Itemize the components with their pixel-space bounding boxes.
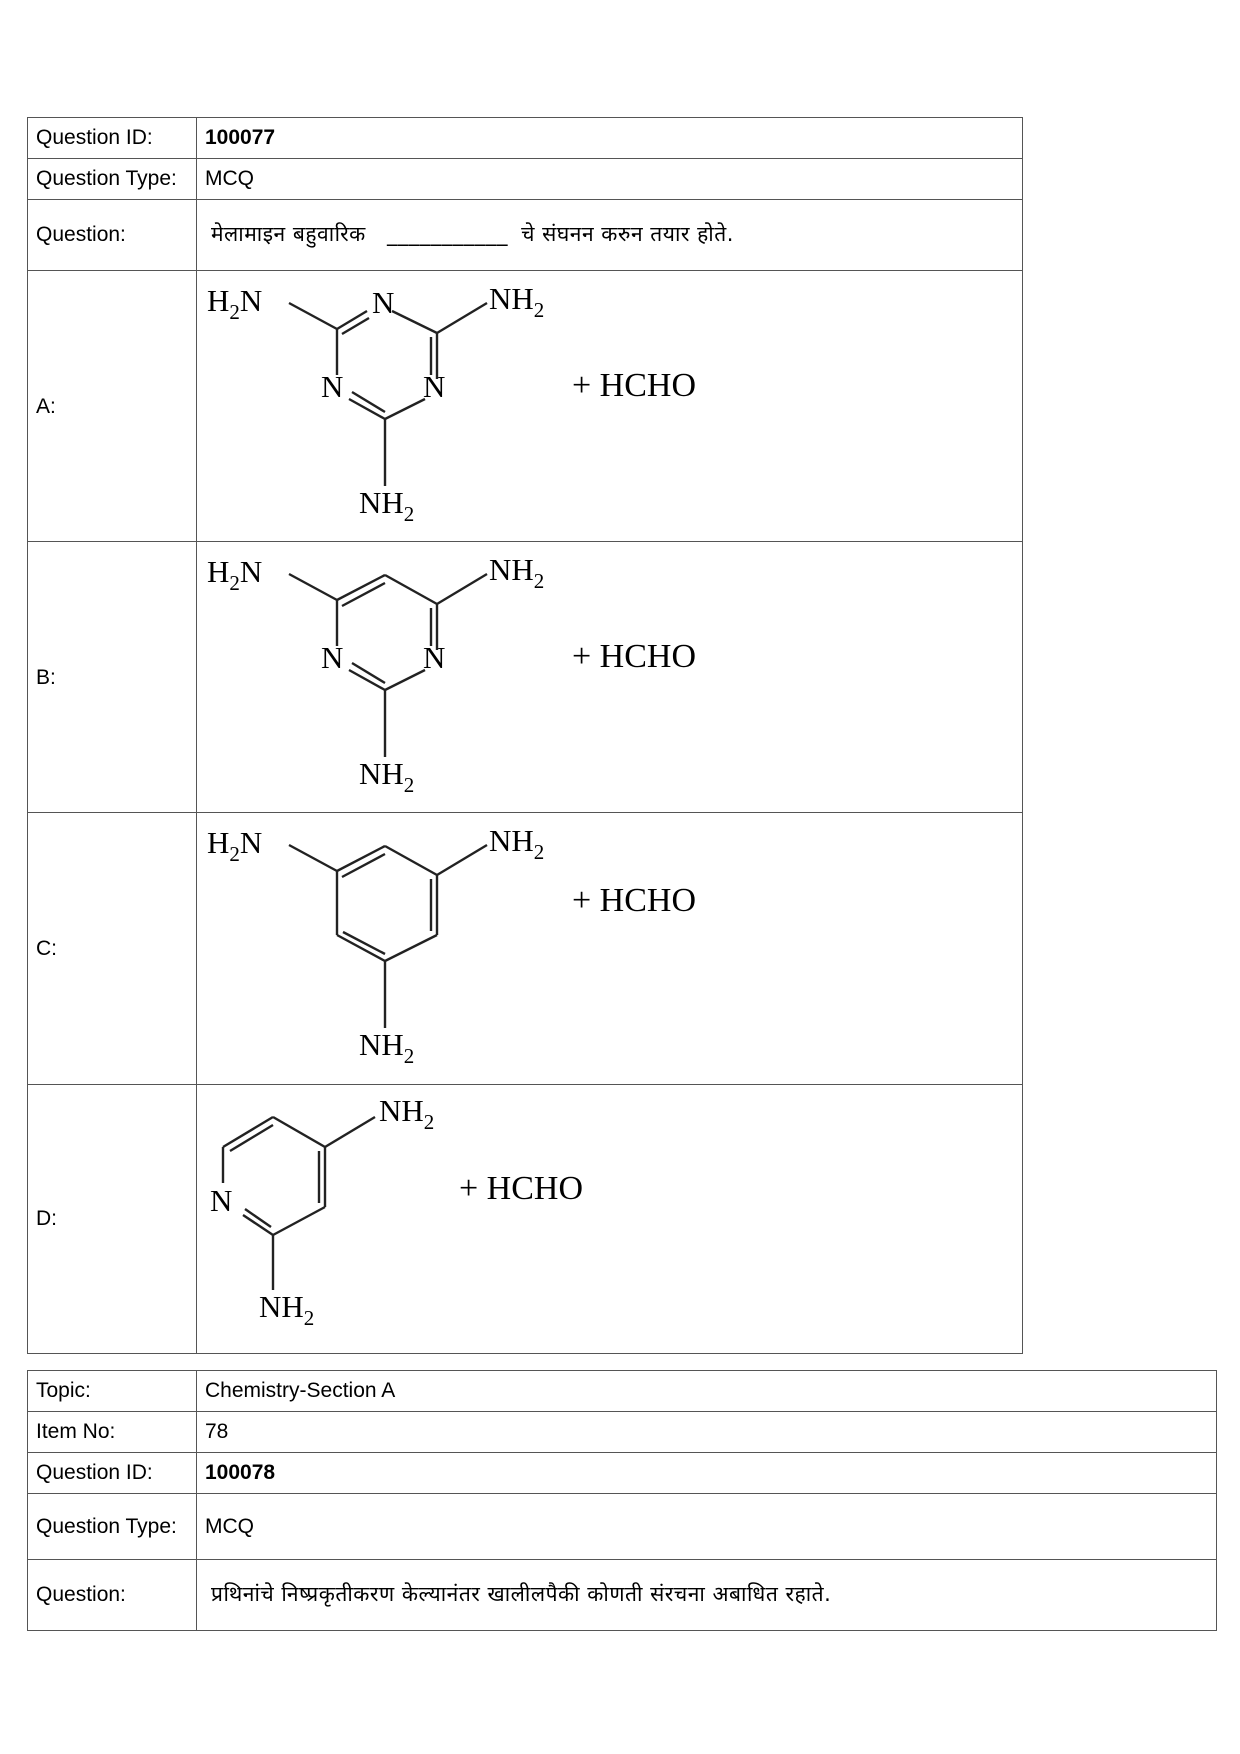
option-c-row: C: H2N NH2 NH2 — [27, 812, 1023, 1085]
question-label: Question: — [27, 199, 197, 271]
svg-text:NH2: NH2 — [489, 823, 544, 864]
question-type-label: Question Type: — [27, 158, 197, 200]
option-d-row: D: N NH2 NH2 + HC — [27, 1083, 1023, 1354]
question-id-row: Question ID: 100078 — [27, 1452, 1217, 1494]
option-b-label: B: — [27, 541, 197, 814]
svg-text:H2N: H2N — [207, 554, 262, 595]
option-a-reagent: + HCHO — [572, 367, 696, 404]
question-text-row: Question: प्रथिनांचे निष्प्रकृतीकरण केल्… — [27, 1559, 1217, 1631]
item-no-row: Item No: 78 — [27, 1411, 1217, 1453]
svg-text:N: N — [321, 640, 343, 675]
option-c-content: H2N NH2 NH2 + HCHO — [196, 812, 1023, 1085]
question-text-part1: मेलामाइन बहुवारिक — [211, 222, 366, 247]
svg-text:NH2: NH2 — [359, 1027, 414, 1068]
svg-text:H2N: H2N — [207, 825, 262, 866]
option-b-structure: H2N NH2 N N NH2 + HCHO — [207, 552, 696, 797]
topic-row: Topic: Chemistry-Section A — [27, 1370, 1217, 1412]
svg-text:NH2: NH2 — [359, 485, 414, 526]
option-d-label: D: — [27, 1083, 197, 1354]
option-a-content: H2N N NH2 N N NH2 + HCHO — [196, 269, 1023, 543]
topic-label: Topic: — [27, 1370, 197, 1412]
question-id-value: 100078 — [196, 1452, 1217, 1494]
option-a-row: A: H2N N NH2 — [27, 269, 1023, 543]
option-c-structure: H2N NH2 NH2 + HCHO — [207, 823, 696, 1068]
question-text-row: Question: मेलामाइन बहुवारिक ___________ … — [27, 199, 1023, 271]
question-blank: ___________ — [386, 222, 508, 247]
svg-text:H2N: H2N — [207, 283, 262, 324]
question-type-row: Question Type: MCQ — [27, 158, 1023, 200]
option-b-reagent: + HCHO — [572, 638, 696, 675]
question-100077-table: Question ID: 100077 Question Type: MCQ Q… — [27, 117, 1023, 1354]
option-d-content: N NH2 NH2 + HCHO — [196, 1083, 1023, 1354]
question-type-value: MCQ — [196, 158, 1023, 200]
option-a-structure: H2N N NH2 N N NH2 + HCHO — [207, 281, 696, 526]
svg-text:N: N — [423, 369, 445, 404]
svg-text:N: N — [210, 1183, 232, 1218]
svg-text:NH2: NH2 — [489, 281, 544, 322]
question-type-row: Question Type: MCQ — [27, 1493, 1217, 1560]
svg-text:N: N — [321, 369, 343, 404]
question-text: मेलामाइन बहुवारिक ___________ चे संघनन क… — [196, 199, 1023, 271]
item-no-value: 78 — [196, 1411, 1217, 1453]
question-type-label: Question Type: — [27, 1493, 197, 1560]
question-text-body: प्रथिनांचे निष्प्रकृतीकरण केल्यानंतर खाल… — [211, 1582, 832, 1607]
question-id-label: Question ID: — [27, 1452, 197, 1494]
svg-text:NH2: NH2 — [489, 552, 544, 593]
question-text-part2: चे संघनन करुन तयार होते. — [521, 222, 734, 247]
svg-text:N: N — [372, 285, 394, 320]
svg-text:N: N — [423, 640, 445, 675]
question-type-value: MCQ — [196, 1493, 1217, 1560]
option-b-row: B: H2N NH2 N — [27, 541, 1023, 814]
topic-value: Chemistry-Section A — [196, 1370, 1217, 1412]
question-label: Question: — [27, 1559, 197, 1631]
item-no-label: Item No: — [27, 1411, 197, 1453]
svg-text:NH2: NH2 — [359, 756, 414, 797]
option-a-label: A: — [27, 269, 197, 543]
svg-text:NH2: NH2 — [379, 1093, 434, 1134]
option-b-content: H2N NH2 N N NH2 + HCHO — [196, 541, 1023, 814]
option-c-reagent: + HCHO — [572, 882, 696, 919]
question-100078-table: Topic: Chemistry-Section A Item No: 78 Q… — [27, 1370, 1217, 1631]
option-c-label: C: — [27, 812, 197, 1085]
question-id-value: 100077 — [196, 117, 1023, 159]
question-id-label: Question ID: — [27, 117, 197, 159]
option-d-structure: N NH2 NH2 + HCHO — [210, 1093, 583, 1330]
question-id-row: Question ID: 100077 — [27, 117, 1023, 159]
option-d-reagent: + HCHO — [459, 1170, 583, 1207]
svg-text:NH2: NH2 — [259, 1289, 314, 1330]
question-text: प्रथिनांचे निष्प्रकृतीकरण केल्यानंतर खाल… — [196, 1559, 1217, 1631]
